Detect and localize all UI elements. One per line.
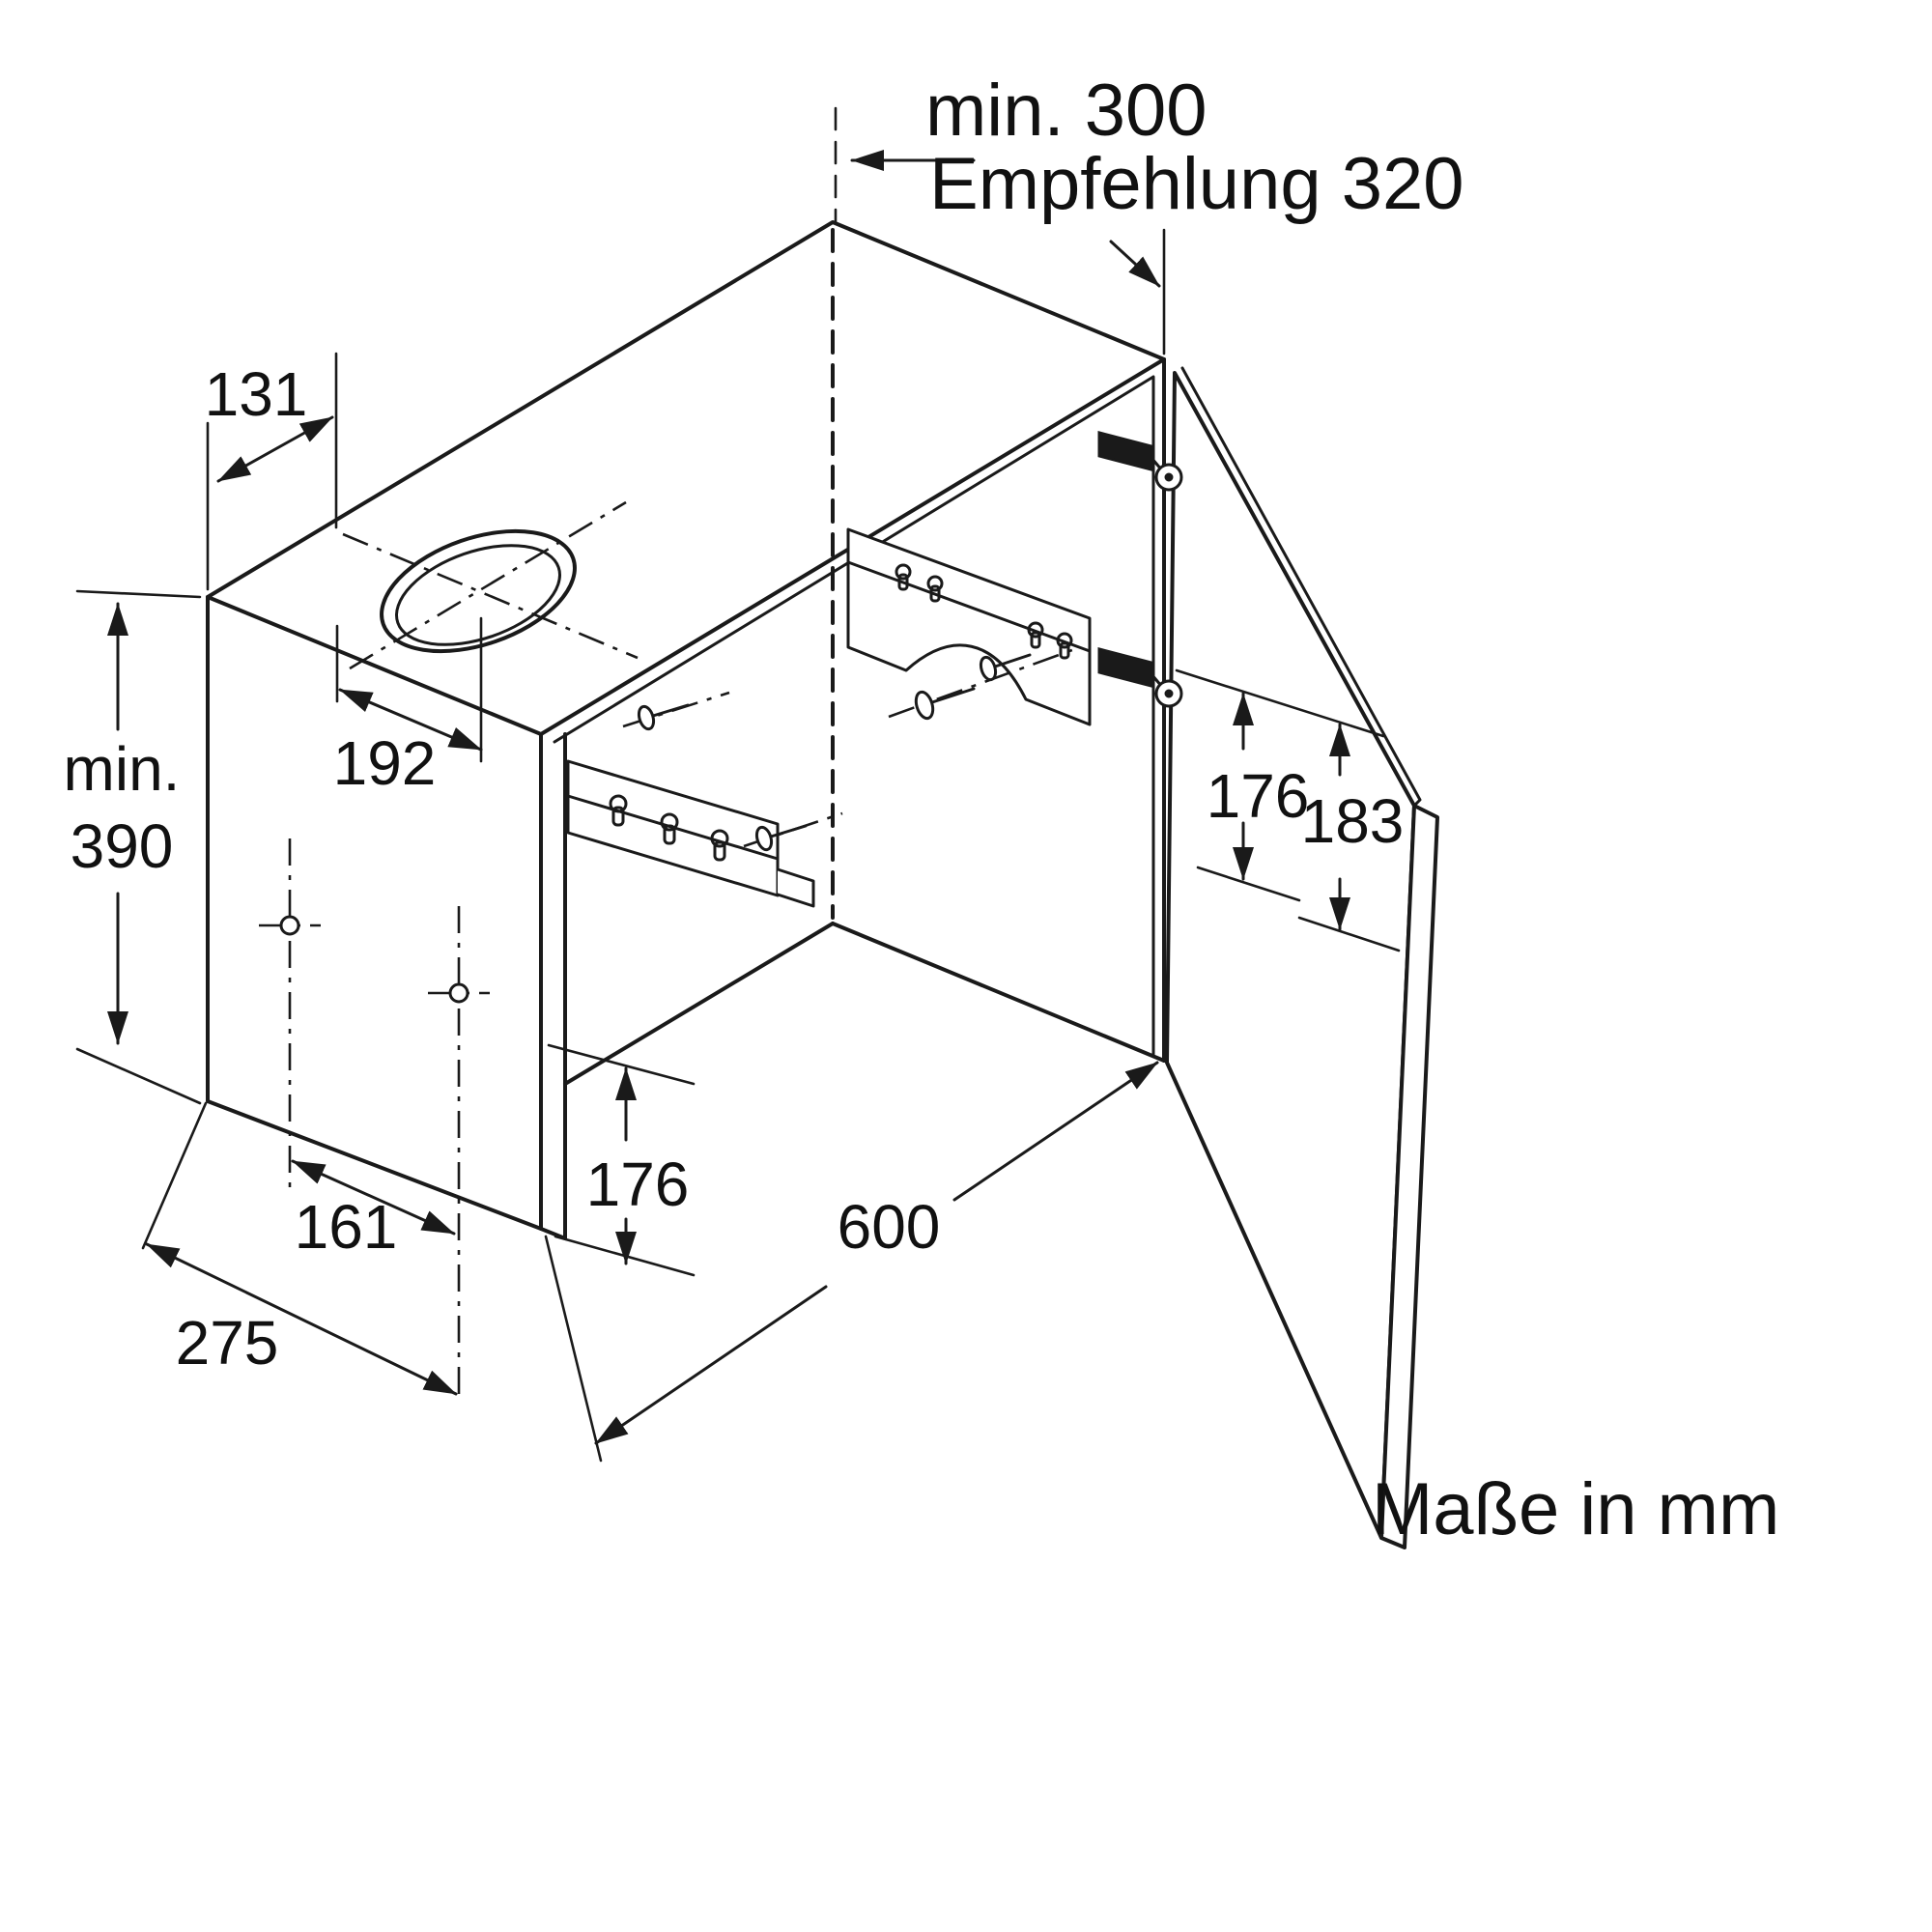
- bolt-4-body: [993, 653, 1032, 668]
- label-600: 600: [838, 1192, 941, 1262]
- rail-left-flange: [776, 867, 815, 908]
- ext-390-bottom: [75, 1047, 202, 1105]
- label-clearance-recommended: Empfehlung 320: [929, 143, 1464, 225]
- hood-side-edges: [539, 732, 567, 1240]
- ext-390-top: [75, 589, 202, 599]
- bracket-right-plate: [846, 527, 1092, 726]
- label-176-right: 176: [1207, 761, 1310, 831]
- exhaust-outlet-inner-ring: [395, 544, 561, 646]
- hood-front-face: [206, 595, 543, 1231]
- hinge-plate-lower: [1097, 647, 1153, 688]
- arrow-161: [291, 1159, 456, 1236]
- rail-left-keyholes: [609, 794, 729, 862]
- right-wall-bottom-edge: [831, 922, 1166, 1063]
- label-unit-note: Maße in mm: [1372, 1468, 1779, 1550]
- back-wall-bottom-edge: [563, 922, 835, 1086]
- mounting-bolts: [622, 645, 1081, 852]
- bracket-right-keyholes: [895, 563, 1073, 660]
- label-183: 183: [1301, 786, 1405, 856]
- arrow-320: [1109, 240, 1161, 288]
- bolt-3-head: [914, 690, 935, 721]
- bolt-1-body: [651, 703, 690, 718]
- label-min-word: min.: [64, 734, 181, 804]
- hole-axis-1: [349, 500, 627, 670]
- bolt-4-head: [979, 655, 998, 682]
- cabinet-door-open: [1165, 366, 1439, 1549]
- label-176-bottom: 176: [586, 1150, 690, 1219]
- dimension-lines: [75, 106, 1401, 1463]
- dimension-labels: min. 300 Empfehlung 320 131 192 min. 390…: [64, 70, 1780, 1550]
- hood-screw-2: [448, 982, 469, 1004]
- arrow-275: [145, 1242, 458, 1396]
- bolt-2-head: [754, 825, 774, 852]
- label-131: 131: [205, 359, 308, 429]
- hood-screw-1: [279, 915, 300, 936]
- mounting-bracket-right: [846, 527, 1092, 726]
- label-275: 275: [176, 1308, 279, 1378]
- hinges: [1097, 431, 1183, 708]
- door-top-edge: [1180, 366, 1422, 808]
- ext-600-left: [544, 1235, 603, 1463]
- exhaust-outlet: [380, 528, 577, 654]
- ext-275-left: [141, 1101, 208, 1250]
- label-clearance-min: min. 300: [925, 70, 1208, 152]
- ext-176b-top: [547, 1043, 696, 1086]
- center-lines: [259, 500, 639, 1403]
- arrow-600-left: [594, 1285, 828, 1445]
- bolt-2-body: [769, 824, 808, 838]
- bolt-1-head: [637, 704, 656, 731]
- hole-axis-2: [342, 532, 639, 660]
- arrow-131: [216, 415, 334, 483]
- bolt-axis-3: [888, 645, 1081, 719]
- mounting-rail-left: [566, 759, 815, 908]
- door-panel: [1165, 371, 1416, 1540]
- label-390: 390: [71, 811, 174, 881]
- arrow-600-right: [952, 1061, 1159, 1202]
- ext-176r-bottom: [1196, 866, 1301, 902]
- label-161: 161: [295, 1192, 398, 1262]
- bolt-3-body: [930, 687, 976, 704]
- hinge-plate-upper: [1097, 431, 1153, 471]
- bracket-right-fold: [846, 560, 1092, 653]
- label-192: 192: [333, 728, 437, 798]
- ext-183-bottom: [1297, 916, 1401, 952]
- door-edge-band: [1379, 804, 1439, 1549]
- arrow-192: [338, 688, 483, 752]
- cabinet-front-lip: [553, 375, 1155, 1057]
